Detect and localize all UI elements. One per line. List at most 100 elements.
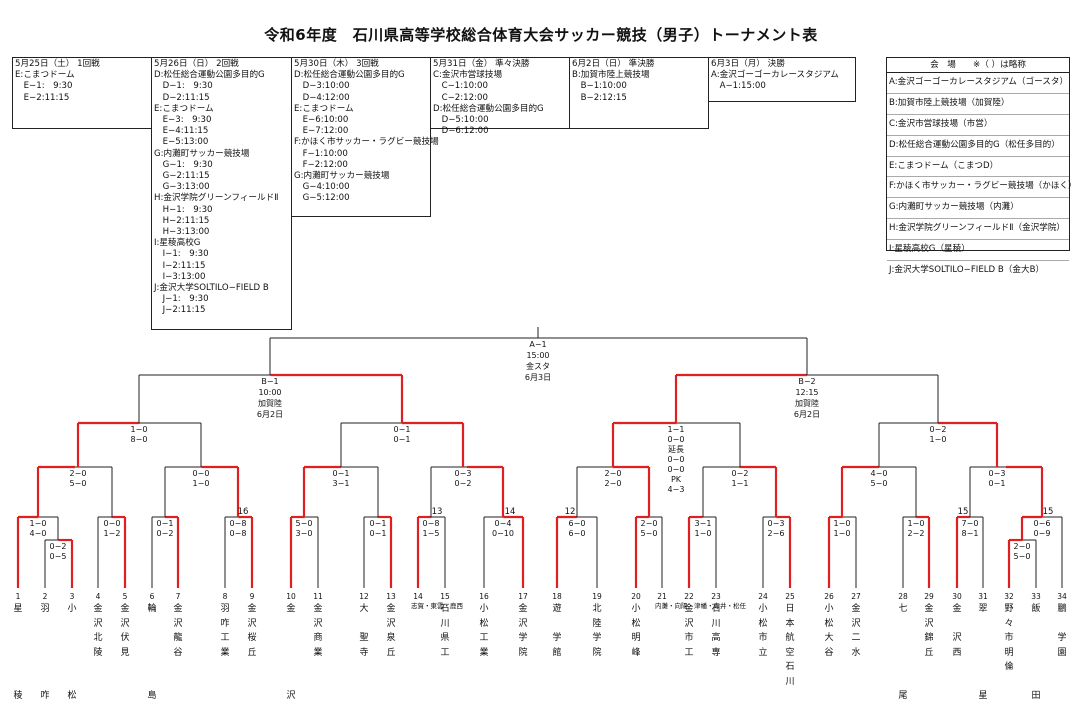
legend-item: B:加賀市陸上競技場（加賀陸）: [887, 94, 1069, 115]
schedule-line: 6月2日（日） 準決勝: [572, 59, 655, 69]
schedule-line: E:こまつドーム: [154, 103, 214, 114]
team-number: 33: [1031, 592, 1041, 601]
schedule-line: F−1:10:00: [294, 148, 348, 159]
team-number: 5: [122, 592, 128, 601]
team-number: 26: [824, 592, 834, 601]
score-s4: 0−2 1−0: [929, 425, 947, 444]
schedule-line: 5月25日（土） 1回戦: [15, 59, 100, 69]
schedule-line: G:内灘町サッカー競技場: [154, 148, 250, 159]
schedule-line: D−5:10:00: [433, 115, 489, 126]
team-number: 34: [1057, 592, 1067, 601]
team-number: 9: [249, 592, 255, 601]
schedule-line: H:金沢学院グリーンフィールドⅡ: [154, 193, 279, 204]
legend-title: 会 場 ※（ ）は略称: [887, 58, 1069, 73]
schedule-line: E−7:12:00: [294, 126, 349, 137]
schedule-line: B−1:10:00: [572, 81, 627, 92]
team-name: 金 沢 市 工: [684, 604, 694, 658]
schedule-line: F−2:12:00: [294, 159, 348, 170]
team-name: 金 沢 北 陵: [93, 604, 103, 658]
schedule-line: B−2:12:15: [572, 92, 627, 103]
score-s2: 0−1 0−1: [393, 425, 411, 444]
score-r2: 0−0 1−2: [103, 519, 121, 538]
legend-item: F:かほく市サッカー・ラグビー競技場（かほく）: [887, 177, 1077, 199]
score-r14: 1−0 2−2: [907, 519, 925, 538]
team-name: 金 沢 西: [952, 604, 962, 658]
seed-number: 15: [1042, 507, 1054, 517]
team-number: 8: [222, 592, 228, 601]
score-r5: 5−0 3−0: [295, 519, 313, 538]
team-name: 翠 星: [978, 604, 988, 701]
semifinal-b1-time: 10:00: [258, 388, 282, 397]
schedule-line: 5月30日（木） 3回戦: [294, 59, 379, 69]
team-number: 16: [479, 592, 489, 601]
team-name: 金 沢 泉 丘: [386, 604, 396, 658]
schedule-line: 5月31日（金） 準々決勝: [433, 59, 530, 69]
schedule-line: H−2:11:15: [154, 215, 210, 226]
team-number: 2: [42, 592, 48, 601]
score-r12: 0−3 2−6: [767, 519, 785, 538]
legend-item: G:内灘町サッカー競技場（内灘）: [887, 198, 1069, 220]
team-name: 金 沢 龍 谷: [173, 604, 183, 658]
page-title: 令和6年度 石川県高等学校総合体育大会サッカー競技（男子）トーナメント表: [264, 26, 818, 44]
team-name: 輪 島: [147, 604, 157, 701]
schedule-line: E−5:13:00: [154, 137, 209, 148]
team-number: 1: [15, 592, 21, 601]
schedule-line: G−2:11:15: [154, 171, 210, 182]
score-r15: 7−0 8−1: [961, 519, 979, 538]
team-name: 金 沢 商 業: [313, 604, 323, 658]
team-number: 21: [657, 592, 667, 601]
schedule-line: D−6:12:00: [433, 126, 489, 137]
score-q2: 0−0 1−0: [192, 469, 210, 488]
team-name: 金 沢 伏 見: [120, 604, 130, 658]
schedule-line: H−3:13:00: [154, 227, 210, 238]
team-name: 石 川 県 工: [440, 604, 450, 658]
team-number: 10: [286, 592, 296, 601]
score-q7: 4−0 5−0: [870, 469, 888, 488]
schedule-line: D−3:10:00: [294, 81, 350, 92]
schedule-line: F:かほく市サッカー・ラグビー競技場: [294, 137, 439, 148]
team-name: 日 本 航 空 石 川: [785, 604, 795, 687]
team-name-combined: 志賀・東雲・鹿西: [411, 602, 463, 610]
schedule-line: I:星稜高校G: [154, 238, 201, 249]
score-r4: 0−8 0−8: [229, 519, 247, 538]
schedule-line: I−3:13:00: [154, 271, 206, 282]
schedule-line: B:加賀市陸上競技場: [572, 70, 650, 81]
score-r7: 0−8 1−5: [422, 519, 440, 538]
semifinal-b1-venue: 加賀陸: [258, 399, 282, 408]
seed-number: 16: [237, 507, 249, 517]
team-number: 11: [313, 592, 323, 601]
score-r16: 0−6 0−9: [1033, 519, 1051, 538]
schedule-line: 6月3日（月） 決勝: [711, 59, 785, 69]
score-r10: 2−0 5−0: [640, 519, 658, 538]
schedule-line: G−1: 9:30: [154, 159, 213, 170]
legend-item: C:金沢市営球技場（市営）: [887, 115, 1069, 136]
team-number: 23: [711, 592, 721, 601]
team-number: 18: [552, 592, 562, 601]
schedule-line: I−2:11:15: [154, 260, 206, 271]
score-s1: 1−0 8−0: [130, 425, 148, 444]
semifinal-b1-code: B−1: [261, 377, 279, 386]
final-a1-venue: 金スタ: [526, 362, 550, 371]
legend-item: I:星稜高校G（星稜）: [887, 240, 1069, 262]
team-name: 野 々 市 明 倫: [1004, 604, 1014, 672]
team-number: 20: [631, 592, 641, 601]
schedule-line: D−1: 9:30: [154, 81, 213, 92]
team-number: 6: [149, 592, 155, 601]
team-number: 24: [758, 592, 768, 601]
semifinal-b2-venue: 加賀陸: [795, 399, 819, 408]
team-name: 羽 咋 工 業: [220, 604, 230, 658]
team-number: 19: [592, 592, 602, 601]
seed-number: 15: [957, 507, 969, 517]
team-number: 15: [440, 592, 450, 601]
team-number: 30: [952, 592, 962, 601]
team-number: 25: [785, 592, 795, 601]
team-name: 鵬 学 園: [1057, 604, 1067, 658]
team-number: 12: [359, 592, 369, 601]
score-q1: 2−0 5−0: [69, 469, 87, 488]
schedule-line: E−6:10:00: [294, 115, 349, 126]
